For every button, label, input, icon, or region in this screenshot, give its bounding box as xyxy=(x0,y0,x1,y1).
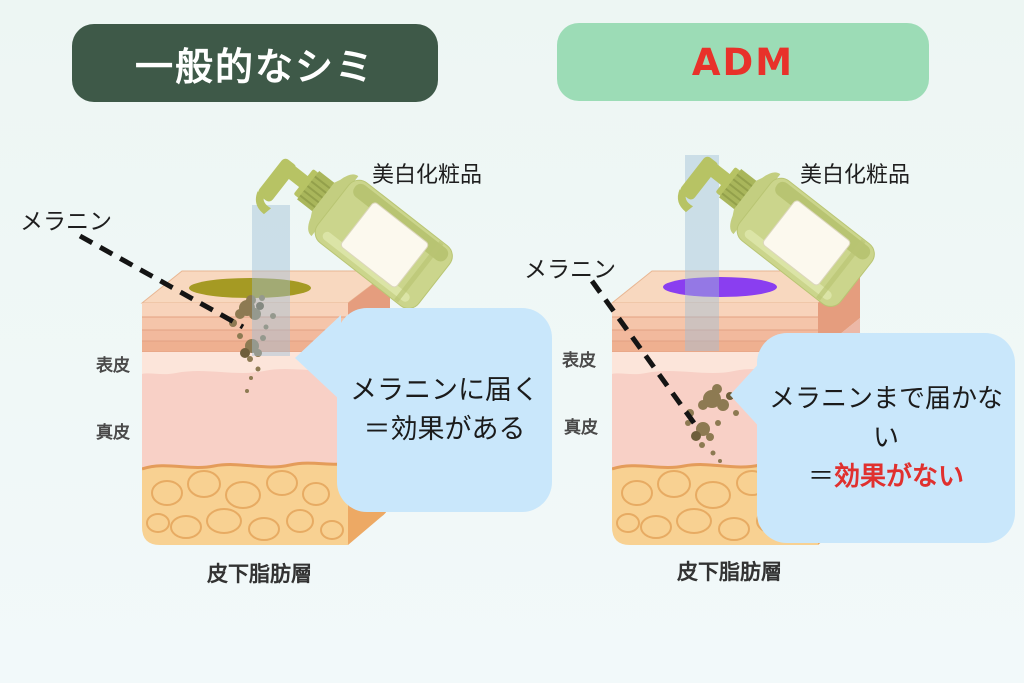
effect-text: 効果がある xyxy=(390,414,526,445)
no-effect-text: 効果がない xyxy=(834,461,965,492)
spot-common-shimi xyxy=(189,278,311,298)
cosmetic-label-left: 美白化粧品 xyxy=(372,163,483,188)
melanin-leader-right xyxy=(589,279,697,425)
melanin-cluster-left xyxy=(229,295,276,393)
bubble-line1: メラニンに届く xyxy=(350,375,539,406)
equals-sign: ＝ xyxy=(807,461,834,492)
fat-label-left: 皮下脂肪層 xyxy=(207,562,312,586)
fat-label-right: 皮下脂肪層 xyxy=(677,560,782,584)
spot-adm xyxy=(663,277,777,297)
dermis-label-left: 真皮 xyxy=(96,423,130,443)
header-common-shimi: 一般的なシミ xyxy=(72,24,438,102)
epidermis-label-right: 表皮 xyxy=(562,351,596,371)
bubble-line2: ＝効果がない xyxy=(808,458,964,497)
speech-bubble-effective: メラニンに届く ＝効果がある xyxy=(295,308,552,512)
melanin-label-right: メラニン xyxy=(524,257,616,283)
melanin-leader-left xyxy=(78,233,245,330)
header-adm: ADM xyxy=(557,23,929,101)
dermis-label-right: 真皮 xyxy=(564,418,598,438)
speech-bubble-not-effective: メラニンまで届かない ＝効果がない xyxy=(730,333,1015,543)
melanin-label-left: メラニン xyxy=(20,209,112,235)
equals-sign: ＝ xyxy=(363,414,391,445)
cosmetic-label-right: 美白化粧品 xyxy=(800,163,911,188)
cosmetic-beam-left xyxy=(252,205,290,356)
bubble-line1: メラニンまで届かない xyxy=(768,383,1003,453)
bubble-line2: ＝効果がある xyxy=(364,410,526,449)
epidermis-label-left: 表皮 xyxy=(96,356,130,376)
